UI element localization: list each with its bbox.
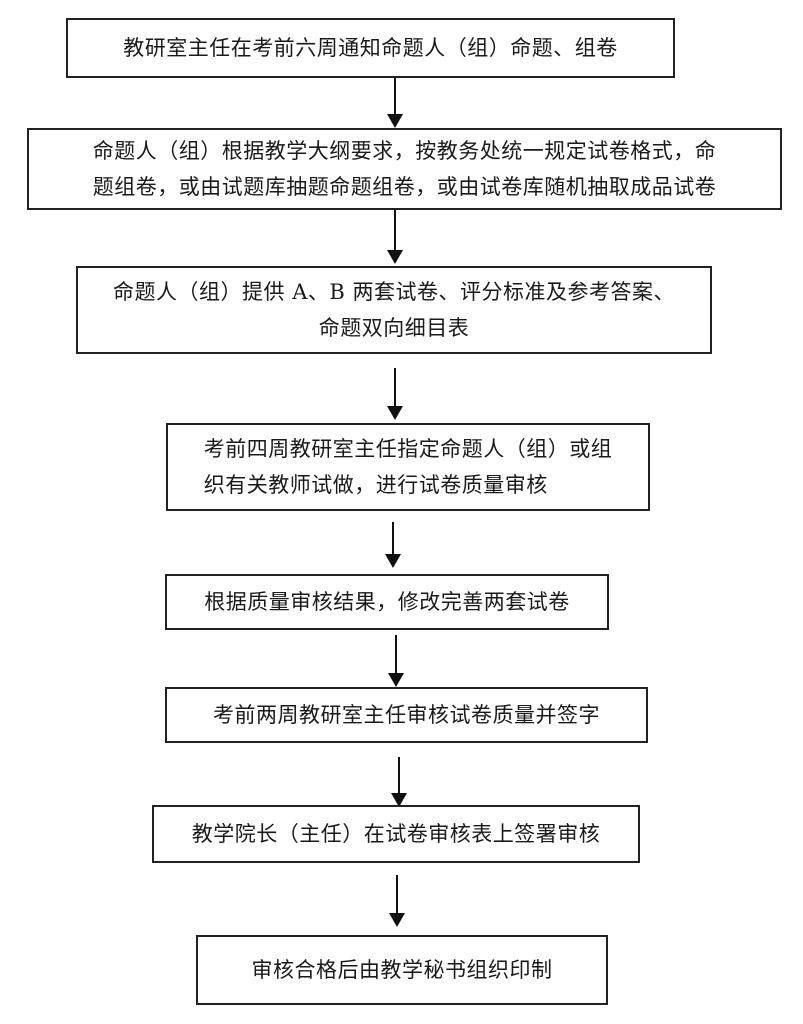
step-7-text: 教学院长（主任）在试卷审核表上签署审核 (191, 822, 601, 846)
step-6-sign-box: 考前两周教研室主任审核试卷质量并签字 (165, 687, 648, 743)
step-2-compose-box: 命题人（组）根据教学大纲要求，按教务处统一规定试卷格式，命 题组卷，或由试题库抽… (27, 128, 782, 210)
step-2-text-line-1: 命题人（组）根据教学大纲要求，按教务处统一规定试卷格式，命 (92, 139, 717, 163)
step-4-review-box: 考前四周教研室主任指定命题人（组）或组 织有关教师试做，进行试卷质量审核 (166, 423, 650, 511)
step-1-text: 教研室主任在考前六周通知命题人（组）命题、组卷 (123, 36, 618, 60)
step-3-provide-box: 命题人（组）提供 A、B 两套试卷、评分标准及参考答案、 命题双向细目表 (76, 266, 712, 354)
arrow-6-to-7 (391, 757, 407, 807)
step-8-text: 审核合格后由教学秘书组织印制 (251, 958, 553, 982)
step-5-text: 根据质量审核结果，修改完善两套试卷 (204, 590, 570, 614)
step-6-text: 考前两周教研室主任审核试卷质量并签字 (213, 703, 600, 727)
arrow-2-to-3 (387, 210, 403, 264)
step-3-text-line-2: 命题双向细目表 (318, 316, 470, 340)
step-4-text-line-2: 织有关教师试做，进行试卷质量审核 (203, 473, 548, 497)
step-2-text-line-2: 题组卷，或由试题库抽题命题组卷，或由试卷库随机抽取成品试卷 (92, 175, 717, 199)
arrow-3-to-4 (387, 368, 403, 420)
step-7-dean-box: 教学院长（主任）在试卷审核表上签署审核 (152, 805, 640, 863)
step-4-text-line-1: 考前四周教研室主任指定命题人（组）或组 (203, 437, 613, 461)
arrow-4-to-5 (385, 522, 401, 568)
arrow-5-to-6 (388, 635, 404, 687)
arrow-7-to-8 (389, 875, 405, 927)
arrow-1-to-2 (387, 78, 403, 128)
step-1-notify-box: 教研室主任在考前六周通知命题人（组）命题、组卷 (66, 18, 675, 78)
step-5-revise-box: 根据质量审核结果，修改完善两套试卷 (165, 574, 609, 630)
step-8-print-box: 审核合格后由教学秘书组织印制 (196, 935, 608, 1005)
step-3-text-line-1: 命题人（组）提供 A、B 两套试卷、评分标准及参考答案、 (113, 280, 675, 304)
